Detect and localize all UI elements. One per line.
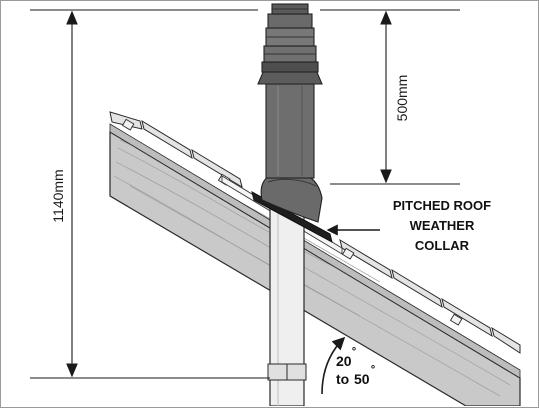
callout-line-1: PITCHED ROOF [393,198,491,213]
roof-batten [109,123,521,379]
dimension-terminal-label: 500mm [394,75,410,122]
angle-to-value: 50 [354,371,370,387]
dimension-terminal [320,9,460,185]
angle-to-prefix: to [336,371,349,387]
roof-deck [109,130,521,406]
roof-tiles [109,111,521,354]
dimension-total-label: 1140mm [50,169,66,222]
angle-from: 20 [336,353,352,369]
callout-line-3: COLLAR [415,238,470,253]
flue-terminal [257,3,323,223]
callout-line-2: WEATHER [410,218,475,233]
angle-to-degree: ˚ [371,363,376,379]
dimension-total [30,9,270,379]
angle-from-degree: ˚ [352,345,357,361]
angle-arc [321,336,346,395]
